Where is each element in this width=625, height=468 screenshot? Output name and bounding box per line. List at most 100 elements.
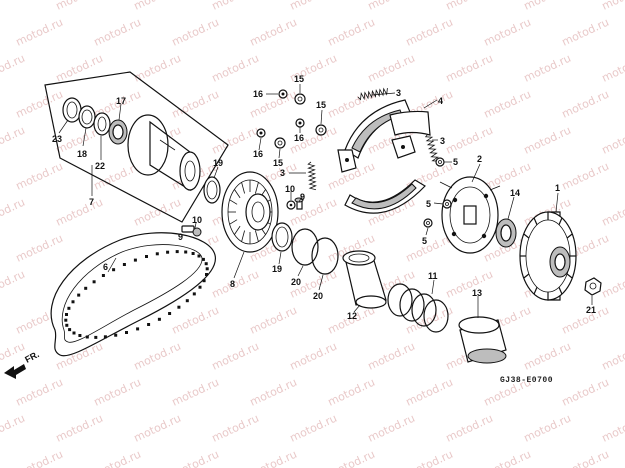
belt-tooth	[65, 323, 69, 327]
watermark-text: motod.ru	[0, 412, 27, 445]
o-ring-22	[93, 112, 111, 136]
watermark-text: motod.ru	[482, 16, 533, 49]
belt-tooth	[85, 335, 89, 339]
label-part-17: 17	[116, 96, 126, 106]
watermark-text: motod.ru	[444, 52, 495, 85]
watermark-text: motod.ru	[404, 376, 455, 409]
watermark-text: motod.ru	[600, 340, 625, 373]
watermark-text: motod.ru	[14, 448, 65, 468]
bearing-14	[495, 218, 517, 248]
drive-belt-6	[50, 232, 216, 357]
pin-16-mid	[295, 118, 305, 128]
label-part-5-top: 5	[453, 157, 458, 167]
belt-tooth	[202, 279, 206, 283]
leader-lines	[58, 84, 593, 318]
oil-seal-23	[62, 97, 82, 123]
label-part-2: 2	[477, 154, 482, 164]
drum-rib	[533, 217, 538, 226]
watermark-text: motod.ru	[366, 340, 417, 373]
o-ring-18	[78, 105, 96, 129]
belt-tooth	[185, 299, 189, 303]
part-number-labels: 1 2 3 3 3 4 5 5 5 6 7 8 9 9 10 10 11 12 …	[52, 74, 596, 321]
label-part-4: 4	[438, 96, 443, 106]
watermark-text: motod.ru	[14, 376, 65, 409]
label-part-3-right: 3	[440, 136, 445, 146]
o-ring-20-b	[311, 237, 339, 275]
belt-tooth	[125, 331, 128, 334]
watermark-text: motod.ru	[210, 340, 261, 373]
watermark-text: motod.ru	[404, 16, 455, 49]
watermark-text: motod.ru	[54, 412, 105, 445]
fan-fin	[255, 230, 259, 242]
drum-rib	[558, 217, 563, 226]
watermark-text: motod.ru	[522, 340, 573, 373]
belt-tooth	[78, 334, 82, 337]
belt-tooth	[201, 257, 205, 261]
watermark-text: motod.ru	[560, 88, 611, 121]
watermark-text: motod.ru	[600, 268, 625, 301]
drum-rib	[566, 273, 573, 279]
belt-tooth	[168, 312, 172, 315]
label-part-13: 13	[472, 288, 482, 298]
watermark-text: motod.ru	[366, 412, 417, 445]
bearing-17	[108, 119, 128, 145]
clutch-spring-3-top	[357, 87, 388, 101]
label-part-6: 6	[103, 262, 108, 272]
watermark-text: motod.ru	[0, 52, 27, 85]
drum-rib	[558, 286, 563, 295]
label-part-22: 22	[95, 161, 105, 171]
watermark-text: motod.ru	[366, 52, 417, 85]
drum-rib	[566, 233, 573, 239]
watermark-text: motod.ru	[560, 16, 611, 49]
label-part-19-left: 19	[213, 158, 223, 168]
clutch-shoe-assembly-4	[337, 99, 431, 214]
label-part-20-b: 20	[313, 291, 323, 301]
label-part-21: 21	[586, 305, 596, 315]
label-part-14: 14	[510, 188, 520, 198]
watermark-text: motod.ru	[132, 412, 183, 445]
watermark-text: motod.ru	[600, 196, 625, 229]
drive-plate-2	[439, 176, 501, 254]
belt-tooth	[67, 306, 71, 310]
label-part-20-a: 20	[291, 277, 301, 287]
washer-5-mid	[442, 199, 452, 209]
belt-tooth	[192, 292, 196, 296]
drive-face-8	[221, 171, 279, 253]
belt-tooth	[92, 280, 96, 284]
watermark-text: motod.ru	[366, 0, 417, 13]
watermark-text: motod.ru	[14, 160, 65, 193]
watermark-text: motod.ru	[0, 196, 27, 229]
label-part-5-low: 5	[422, 236, 427, 246]
belt-tooth	[147, 323, 151, 326]
label-part-15-top: 15	[294, 74, 304, 84]
washer-15-low	[274, 137, 286, 149]
bolt-10-left	[181, 225, 202, 237]
belt-tooth	[112, 268, 116, 272]
watermark-text: motod.ru	[444, 412, 495, 445]
seal-19-left	[203, 176, 221, 204]
watermark-text: motod.ru	[444, 0, 495, 13]
watermark-text: motod.ru	[248, 376, 299, 409]
watermark-text: motod.ru	[132, 196, 183, 229]
belt-tooth	[166, 250, 170, 254]
watermark-text: motod.ru	[170, 88, 221, 121]
driven-face-collar-12	[342, 250, 387, 309]
watermark-text: motod.ru	[444, 268, 495, 301]
watermark-text: motod.ru	[522, 0, 573, 13]
nut-10-center	[286, 200, 296, 210]
label-part-1: 1	[555, 183, 560, 193]
movable-drive-face-7	[127, 114, 201, 192]
label-part-10-left: 10	[192, 215, 202, 225]
watermark-text: motod.ru	[170, 448, 221, 468]
watermark-text: motod.ru	[326, 448, 377, 468]
watermark-text: motod.ru	[132, 0, 183, 13]
belt-tooth	[184, 250, 188, 254]
belt-tooth	[114, 333, 118, 337]
watermark-text: motod.ru	[522, 124, 573, 157]
watermark-text: motod.ru	[0, 268, 27, 301]
lock-nut-21	[584, 277, 602, 296]
label-part-15-mid: 15	[316, 100, 326, 110]
belt-tooth	[64, 318, 68, 322]
belt-tooth	[205, 273, 208, 276]
washer-5-top	[435, 157, 445, 167]
